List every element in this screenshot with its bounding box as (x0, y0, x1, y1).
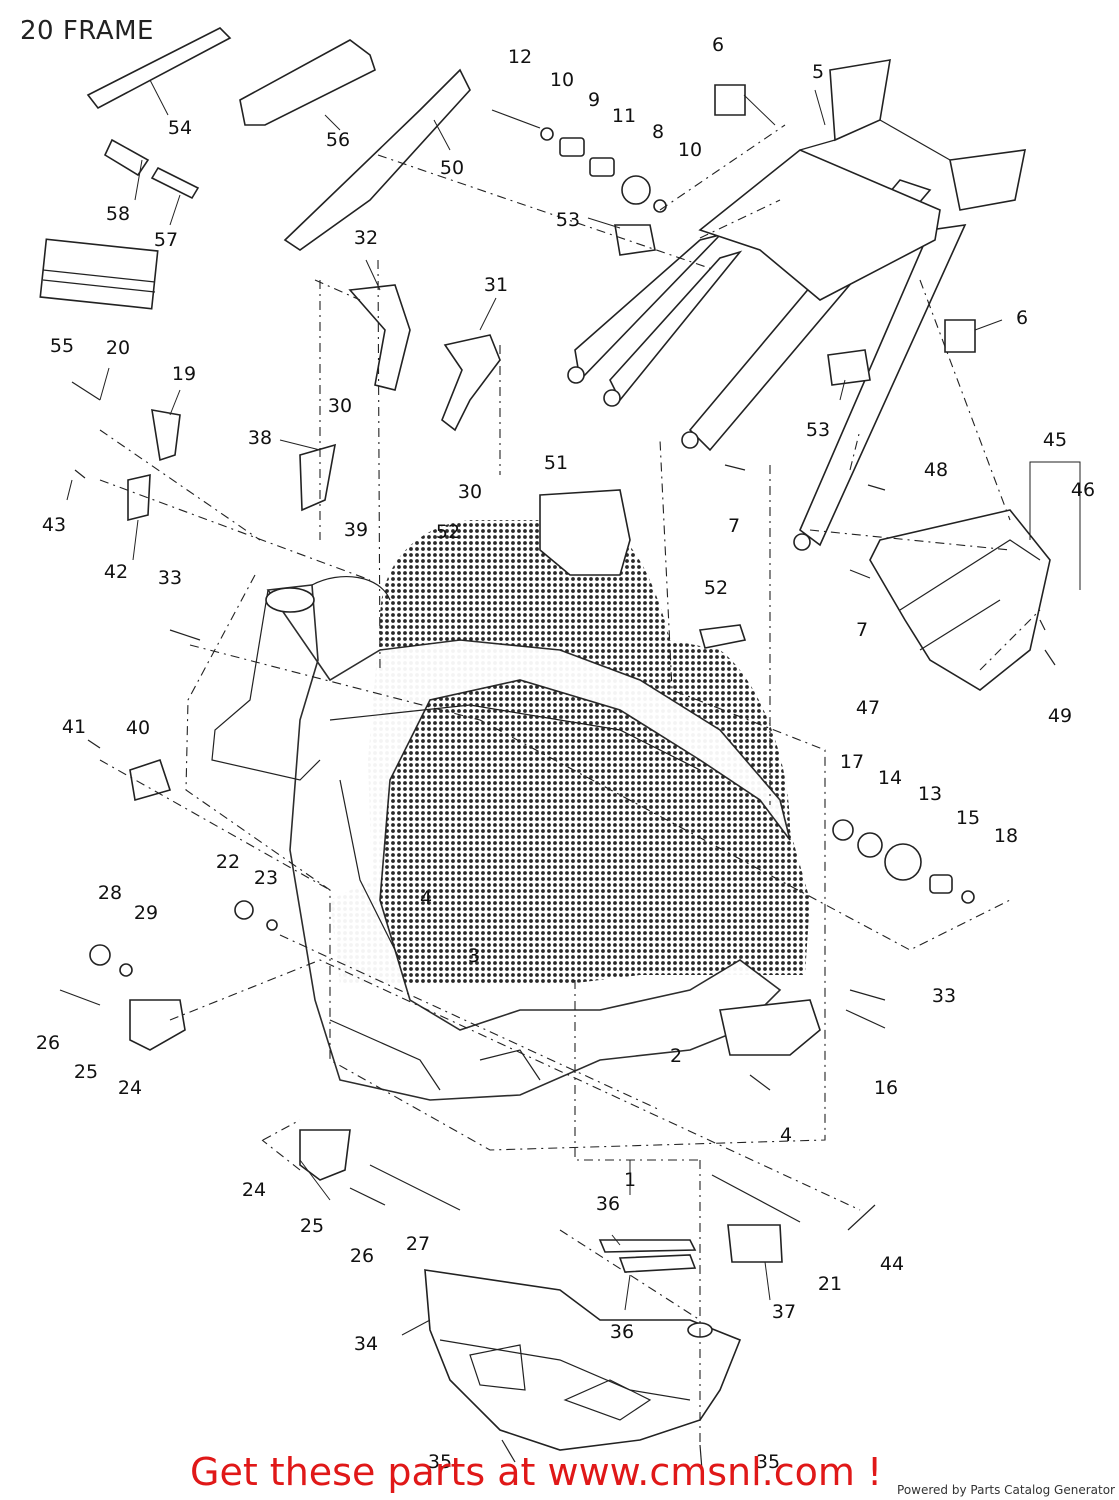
callout-19[interactable]: 19 (171, 363, 197, 385)
callout-7a[interactable]: 7 (727, 515, 741, 537)
callout-35b[interactable]: 35 (755, 1451, 781, 1473)
callout-50[interactable]: 50 (439, 157, 465, 179)
powered-by-label: Powered by Parts Catalog Generator (897, 1483, 1115, 1497)
callout-13[interactable]: 13 (917, 783, 943, 805)
callout-52a[interactable]: 52 (435, 521, 461, 543)
callout-12[interactable]: 12 (507, 46, 533, 68)
callout-24a[interactable]: 24 (117, 1077, 143, 1099)
callout-36a[interactable]: 36 (595, 1193, 621, 1215)
rear-subframe (567, 59, 1027, 551)
callout-10b[interactable]: 10 (677, 139, 703, 161)
callout-40[interactable]: 40 (125, 717, 151, 739)
callout-2[interactable]: 2 (669, 1045, 683, 1067)
callout-35a[interactable]: 35 (427, 1451, 453, 1473)
callout-26a[interactable]: 26 (35, 1032, 61, 1054)
brackets (127, 84, 976, 1273)
callout-4a[interactable]: 4 (419, 887, 433, 909)
callout-53b[interactable]: 53 (805, 419, 831, 441)
callout-21[interactable]: 21 (817, 1273, 843, 1295)
callout-17[interactable]: 17 (839, 751, 865, 773)
callout-30b[interactable]: 30 (457, 481, 483, 503)
callout-33b[interactable]: 33 (931, 985, 957, 1007)
callout-9[interactable]: 9 (587, 89, 601, 111)
callout-23[interactable]: 23 (253, 867, 279, 889)
engine-silhouette (330, 520, 810, 985)
callout-41[interactable]: 41 (61, 716, 87, 738)
callout-48[interactable]: 48 (923, 459, 949, 481)
tool-set (39, 27, 376, 310)
callout-25b[interactable]: 25 (299, 1215, 325, 1237)
callout-28[interactable]: 28 (97, 882, 123, 904)
callout-16[interactable]: 16 (873, 1077, 899, 1099)
page-title: 20 FRAME (20, 16, 154, 46)
main-frame (211, 576, 791, 1101)
callout-38[interactable]: 38 (247, 427, 273, 449)
callout-39[interactable]: 39 (343, 519, 369, 541)
callout-18[interactable]: 18 (993, 825, 1019, 847)
callout-43[interactable]: 43 (41, 514, 67, 536)
callout-27[interactable]: 27 (405, 1233, 431, 1255)
callout-55[interactable]: 55 (49, 335, 75, 357)
callout-20[interactable]: 20 (105, 337, 131, 359)
callout-26b[interactable]: 26 (349, 1245, 375, 1267)
callout-10a[interactable]: 10 (549, 69, 575, 91)
side-cover (869, 509, 1051, 691)
callout-45[interactable]: 45 (1042, 429, 1068, 451)
promo-link[interactable]: Get these parts at www.cmsnl.com ! (190, 1450, 883, 1494)
callout-29[interactable]: 29 (133, 902, 159, 924)
reference-lines (99, 124, 1041, 1445)
callout-46[interactable]: 46 (1070, 479, 1096, 501)
callout-37[interactable]: 37 (771, 1301, 797, 1323)
callout-24b[interactable]: 24 (241, 1179, 267, 1201)
callout-1[interactable]: 1 (623, 1169, 637, 1191)
callout-42[interactable]: 42 (103, 561, 129, 583)
callout-34[interactable]: 34 (353, 1333, 379, 1355)
callout-6b[interactable]: 6 (1015, 307, 1029, 329)
chain-guide (283, 68, 471, 251)
callout-52b[interactable]: 52 (703, 577, 729, 599)
callout-15[interactable]: 15 (955, 807, 981, 829)
callout-51[interactable]: 51 (543, 452, 569, 474)
callout-44[interactable]: 44 (879, 1253, 905, 1275)
callout-4b[interactable]: 4 (779, 1124, 793, 1146)
skid-plate (424, 1269, 742, 1451)
callout-49[interactable]: 49 (1047, 705, 1073, 727)
callout-8[interactable]: 8 (651, 121, 665, 143)
callout-54[interactable]: 54 (167, 117, 193, 139)
callout-7b[interactable]: 7 (855, 619, 869, 641)
hardware (59, 109, 1056, 1471)
callout-32[interactable]: 32 (353, 227, 379, 249)
callout-14[interactable]: 14 (877, 767, 903, 789)
callout-53a[interactable]: 53 (555, 209, 581, 231)
callout-30a[interactable]: 30 (327, 395, 353, 417)
callout-33a[interactable]: 33 (157, 567, 183, 589)
callout-5[interactable]: 5 (811, 61, 825, 83)
callout-56[interactable]: 56 (325, 129, 351, 151)
callout-22[interactable]: 22 (215, 851, 241, 873)
callout-25a[interactable]: 25 (73, 1061, 99, 1083)
callout-58[interactable]: 58 (105, 203, 131, 225)
callout-6a[interactable]: 6 (711, 34, 725, 56)
callout-31[interactable]: 31 (483, 274, 509, 296)
callout-47[interactable]: 47 (855, 697, 881, 719)
callout-57[interactable]: 57 (153, 229, 179, 251)
callout-11[interactable]: 11 (611, 105, 637, 127)
callout-3[interactable]: 3 (467, 945, 481, 967)
callout-36b[interactable]: 36 (609, 1321, 635, 1343)
